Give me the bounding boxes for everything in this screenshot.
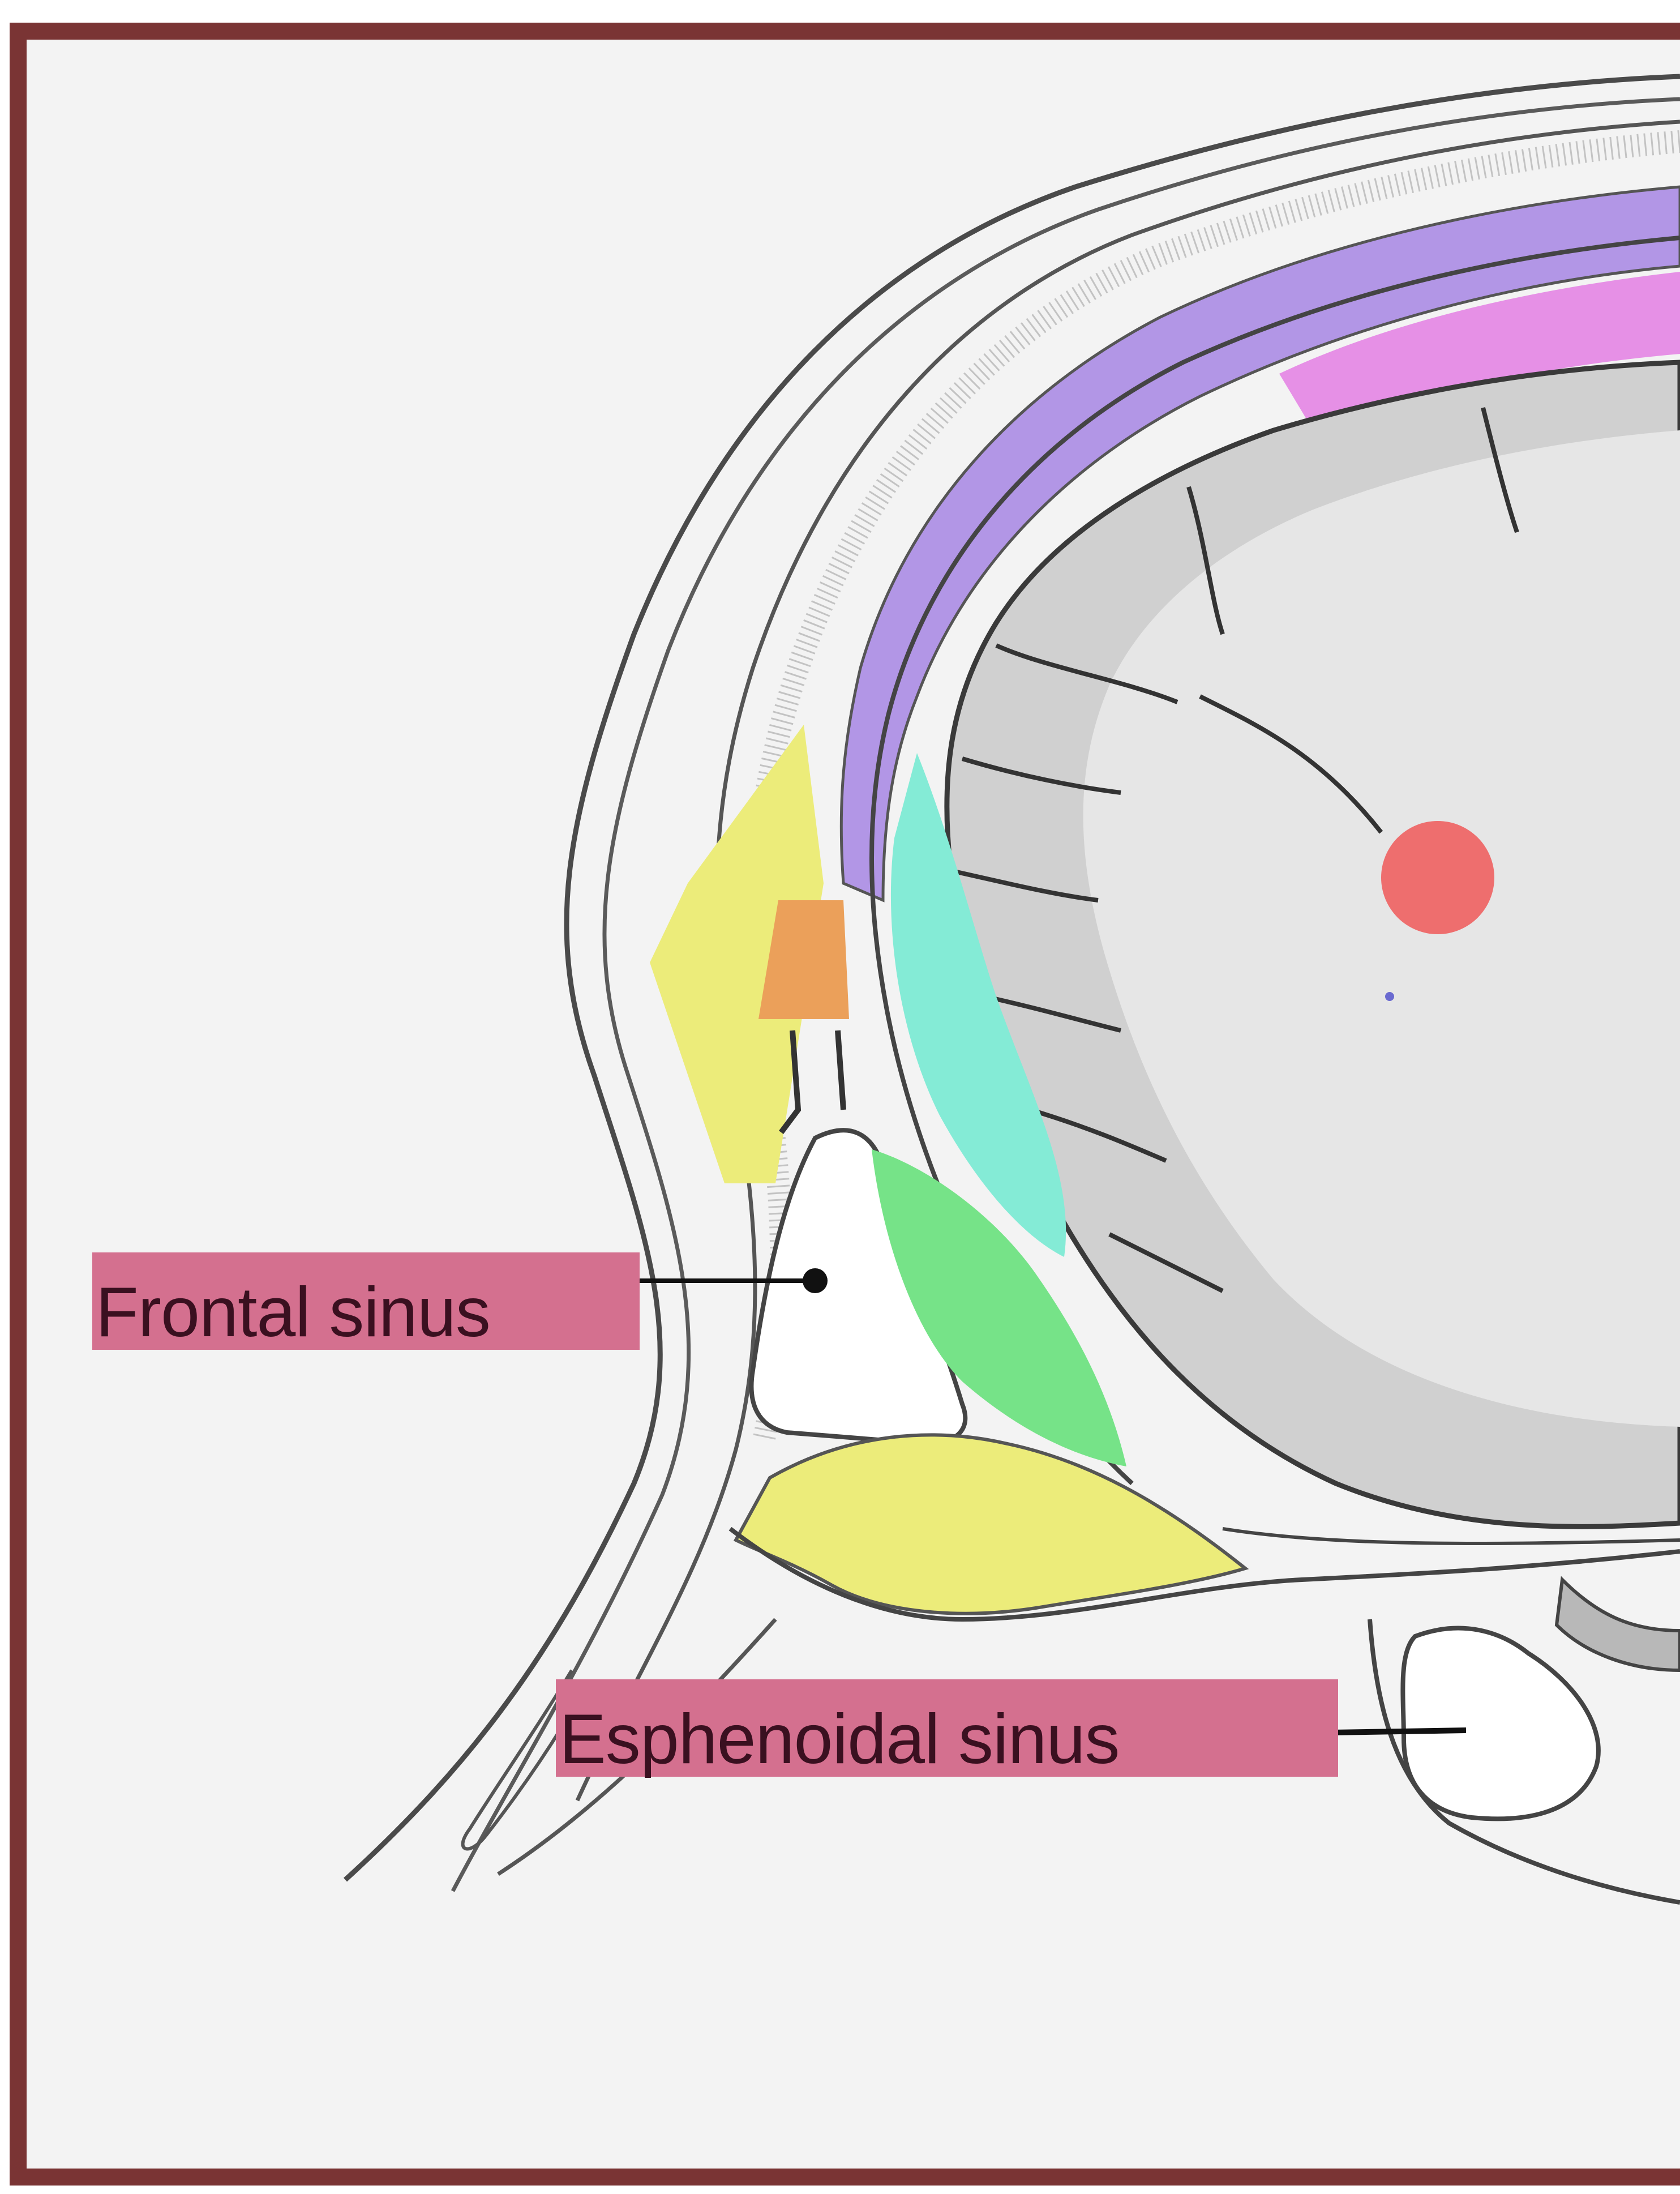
sphenoidal-sinus-leader-line [1331,1730,1466,1733]
small-dot [1385,992,1394,1001]
red-spot [1381,821,1494,934]
frontal-sinus-label: Frontal sinus [92,1252,640,1350]
frontal-sinus-pointer-dot [803,1268,828,1293]
sphenoidal-sinus-label: Esphenoidal sinus [556,1679,1338,1777]
